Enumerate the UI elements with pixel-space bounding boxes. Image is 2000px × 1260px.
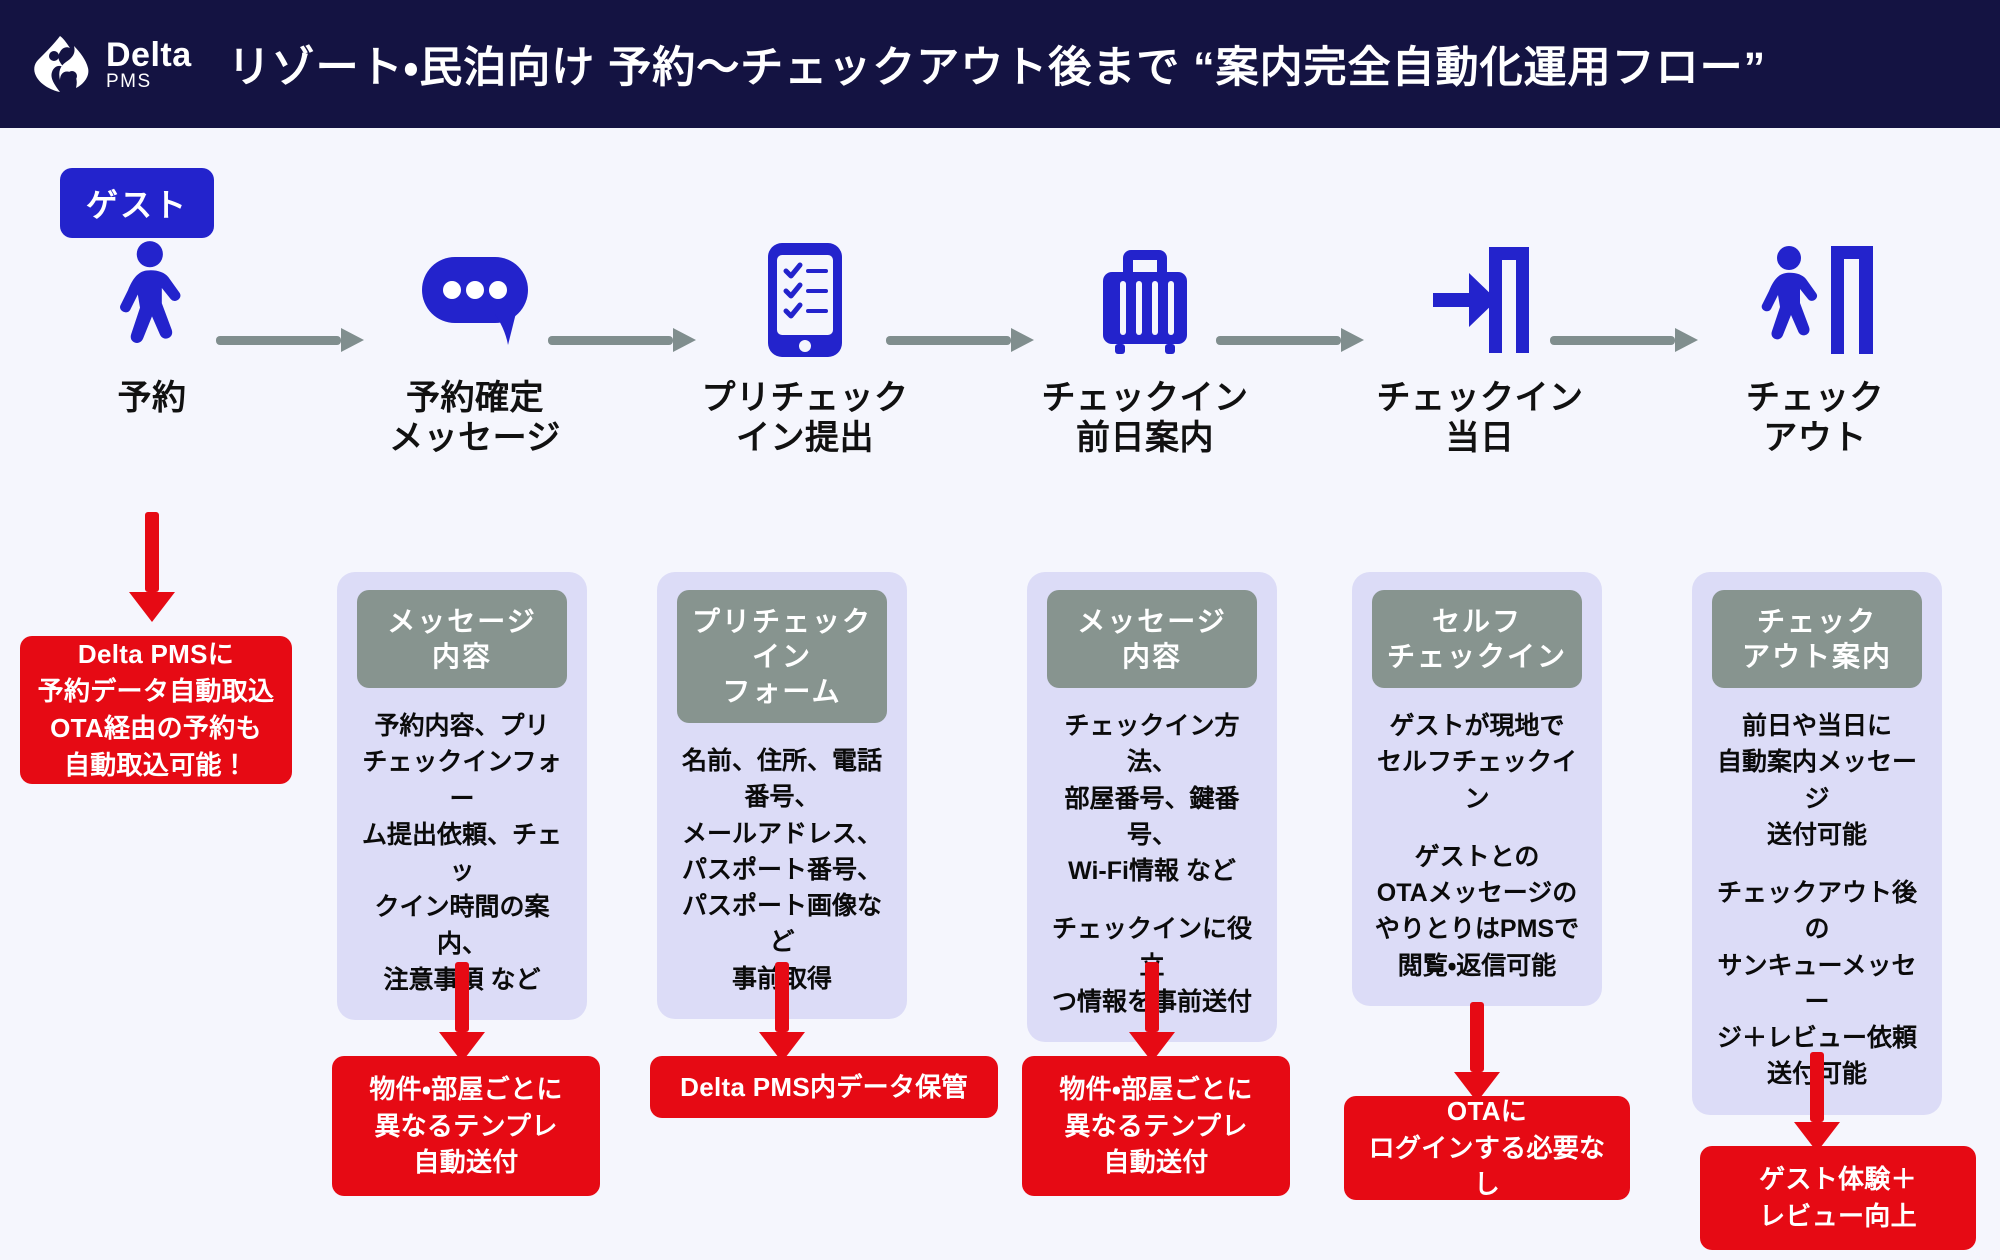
info-card-confirmation-message: メッセージ 内容 予約内容、プリ チェックインフォー ム提出依頼、チェッ クイン… <box>337 572 587 1020</box>
brand-logo: Delta PMS <box>30 32 192 96</box>
step-column-day-before-checkin: チェックイン 前日案内 <box>1020 240 1270 458</box>
info-card-checkout-guide: チェック アウト案内 前日や当日に 自動案内メッセージ 送付可能 チェックアウト… <box>1692 572 1942 1115</box>
flow-arrow-4 <box>1216 328 1364 352</box>
step-label: 予約 <box>117 379 187 417</box>
card-body: チェックアウト後の サンキューメッセー ジ＋レビュー依頼 送付可能 <box>1716 879 1917 1088</box>
flow-arrow-2 <box>548 328 696 352</box>
guest-experience-box: ゲスト体験＋ レビュー向上 <box>1700 1146 1976 1250</box>
brand-wordmark: Delta PMS <box>106 38 192 91</box>
step-column-checkin-day: チェックイン 当日 <box>1355 240 1605 458</box>
chat-bubble-icon <box>350 240 600 360</box>
step-column-checkout: チェック アウト <box>1690 240 1940 458</box>
card-body: 前日や当日に 自動案内メッセージ 送付可能 <box>1716 712 1917 849</box>
card-body: チェックイン方法、 部屋番号、鍵番号、 Wi-Fi情報 など <box>1064 712 1240 885</box>
suitcase-icon <box>1020 240 1270 360</box>
door-exit-person-icon <box>1690 240 1940 360</box>
card-header: メッセージ 内容 <box>1047 590 1257 688</box>
door-enter-icon <box>1355 240 1605 360</box>
flow-arrow-1 <box>216 328 364 352</box>
guest-badge: ゲスト <box>60 168 215 238</box>
step-column-confirmation-message: 予約確定 メッセージ <box>350 240 600 458</box>
card-body: 予約内容、プリ チェックインフォー ム提出依頼、チェッ クイン時間の案内、 注意… <box>361 712 562 994</box>
page-title: リゾート・民泊向け 予約〜チェックアウト後まで “案内完全自動化運用フロー” <box>227 44 1767 92</box>
page-header: Delta PMS リゾート・民泊向け 予約〜チェックアウト後まで “案内完全自… <box>0 0 2000 128</box>
flow-arrow-3 <box>886 328 1034 352</box>
red-arrow-card-4 <box>1454 1002 1500 1102</box>
card-body: 名前、住所、電話番号、 メールアドレス、 パスポート番号、 パスポート画像など … <box>681 747 882 993</box>
info-card-precheckin-form: プリチェックイン フォーム 名前、住所、電話番号、 メールアドレス、 パスポート… <box>657 572 907 1019</box>
no-ota-login-box: OTAに ログインする必要なし <box>1344 1096 1630 1200</box>
step-label: チェックイン 前日案内 <box>1041 379 1249 458</box>
card-header: チェック アウト案内 <box>1712 590 1922 688</box>
step-label: プリチェック イン提出 <box>701 379 909 458</box>
red-arrow-card-1 <box>439 962 485 1062</box>
red-arrow-card-5 <box>1794 1052 1840 1152</box>
brand-subtitle: PMS <box>106 70 152 92</box>
walking-person-icon <box>27 240 277 360</box>
reservation-auto-import-box: Delta PMSに 予約データ自動取込 OTA経由の予約も 自動取込可能！ <box>20 636 292 784</box>
card-body: ゲストが現地で セルフチェックイン <box>1376 712 1577 813</box>
brand-name: Delta <box>106 35 192 74</box>
template-auto-send-box-2: 物件・部屋ごとに 異なるテンプレ 自動送付 <box>1022 1056 1290 1196</box>
card-header: メッセージ 内容 <box>357 590 567 688</box>
card-header: セルフ チェックイン <box>1372 590 1582 688</box>
red-arrow-card-3 <box>1129 962 1175 1062</box>
mobile-checklist-icon <box>680 240 930 360</box>
step-label: チェックイン 当日 <box>1376 379 1584 458</box>
flow-arrow-5 <box>1550 328 1698 352</box>
red-arrow-reservation <box>129 512 175 622</box>
step-label: 予約確定 メッセージ <box>389 379 561 458</box>
step-column-reservation: 予約 <box>27 240 277 418</box>
red-arrow-card-2 <box>759 962 805 1062</box>
delta-pms-logo-icon <box>30 32 94 96</box>
template-auto-send-box-1: 物件・部屋ごとに 異なるテンプレ 自動送付 <box>332 1056 600 1196</box>
step-label: チェック アウト <box>1746 379 1884 458</box>
step-column-precheckin-submit: プリチェック イン提出 <box>680 240 930 458</box>
data-storage-box: Delta PMS内データ保管 <box>650 1056 998 1118</box>
card-body: ゲストとの OTAメッセージの やりとりはPMSで 閲覧・返信可能 <box>1374 842 1580 980</box>
info-card-self-checkin: セルフ チェックイン ゲストが現地で セルフチェックイン ゲストとの OTAメッ… <box>1352 572 1602 1006</box>
card-header: プリチェックイン フォーム <box>677 590 887 723</box>
